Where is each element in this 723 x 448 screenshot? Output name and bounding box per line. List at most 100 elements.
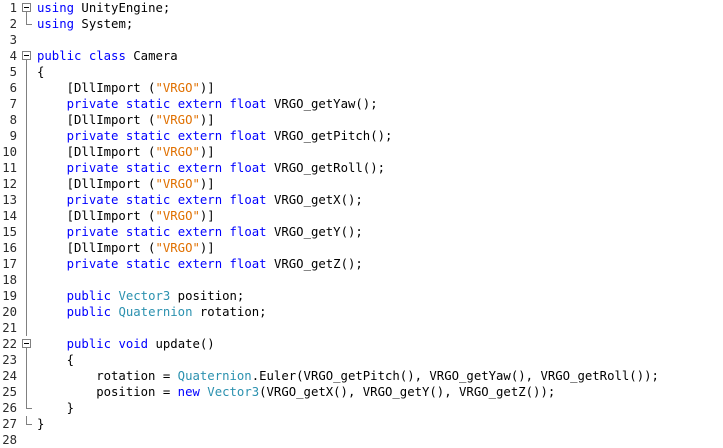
code-line[interactable]: 6 [DllImport ("VRGO")] [0,80,723,96]
code-line[interactable]: 27} [0,416,723,432]
keyword-token: private [66,129,119,143]
code-token: update() [148,337,215,351]
code-token [81,49,88,63]
line-number: 9 [9,129,17,143]
type-token: Quaternion [118,305,193,319]
fold-end-guide [20,400,34,416]
code-token: } [37,417,45,431]
line-number: 10 [2,145,17,159]
code-token: )] [199,209,215,223]
keyword-token: float [229,97,267,111]
code-line[interactable]: 16 [DllImport ("VRGO")] [0,240,723,256]
keyword-token: extern [177,193,223,207]
code-line[interactable]: 25 position = new Vector3(VRGO_getX(), V… [0,384,723,400]
code-text: public void update() [37,336,215,352]
code-text: [DllImport ("VRGO")] [37,240,215,256]
code-token [118,97,125,111]
code-text: private static extern float VRGO_getY(); [37,224,363,240]
string-token: "VRGO" [155,113,200,127]
type-token: Vector3 [207,385,260,399]
code-token: VRGO_getRoll(); [266,161,386,175]
fold-guide [20,240,34,256]
code-token: (VRGO_getX(), VRGO_getY(), VRGO_getZ()); [259,385,556,399]
code-line[interactable]: 14 [DllImport ("VRGO")] [0,208,723,224]
code-line[interactable]: 3 [0,32,723,48]
code-text: public class Camera [37,48,178,64]
fold-collapse-icon[interactable] [20,48,34,64]
code-line[interactable]: 9 private static extern float VRGO_getPi… [0,128,723,144]
fold-collapse-icon[interactable] [20,0,34,16]
code-text: [DllImport ("VRGO")] [37,208,215,224]
code-line[interactable]: 7 private static extern float VRGO_getYa… [0,96,723,112]
code-line[interactable]: 11 private static extern float VRGO_getR… [0,160,723,176]
string-token: "VRGO" [155,145,200,159]
code-line[interactable]: 13 private static extern float VRGO_getX… [0,192,723,208]
line-number: 2 [9,17,17,31]
keyword-token: public [37,49,82,63]
code-line[interactable]: 20 public Quaternion rotation; [0,304,723,320]
code-line[interactable]: 5{ [0,64,723,80]
line-number: 11 [2,161,17,175]
code-token [170,257,177,271]
code-token: VRGO_getY(); [266,225,363,239]
code-token: rotation = [37,369,178,383]
keyword-token: float [229,257,267,271]
code-text: [DllImport ("VRGO")] [37,144,215,160]
keyword-token: float [229,193,267,207]
code-line[interactable]: 28 [0,432,723,448]
line-number: 5 [9,65,17,79]
line-number: 26 [2,401,17,415]
code-token: VRGO_getYaw(); [266,97,378,111]
line-number: 14 [2,209,17,223]
fold-guide [20,128,34,144]
code-token: [DllImport ( [37,209,156,223]
fold-guide [20,384,34,400]
line-number: 18 [2,273,17,287]
code-text: private static extern float VRGO_getPitc… [37,128,393,144]
line-number: 8 [9,113,17,127]
code-line[interactable]: 19 public Vector3 position; [0,288,723,304]
line-number: 17 [2,257,17,271]
code-token [222,161,229,175]
code-token [222,97,229,111]
keyword-token: private [66,225,119,239]
code-token: Camera [125,49,178,63]
line-number: 6 [9,81,17,95]
code-line[interactable]: 17 private static extern float VRGO_getZ… [0,256,723,272]
code-token: .Euler(VRGO_getPitch(), VRGO_getYaw(), V… [251,369,659,383]
line-number: 27 [2,417,17,431]
code-token [37,193,67,207]
code-line[interactable]: 21 [0,320,723,336]
code-text: [DllImport ("VRGO")] [37,80,215,96]
keyword-token: static [125,257,171,271]
code-token: position; [170,289,245,303]
fold-guide [20,208,34,224]
keyword-token: using [37,17,75,31]
fold-guide [20,288,34,304]
code-line[interactable]: 8 [DllImport ("VRGO")] [0,112,723,128]
fold-guide [20,224,34,240]
code-token: [DllImport ( [37,145,156,159]
string-token: "VRGO" [155,209,200,223]
code-line[interactable]: 10 [DllImport ("VRGO")] [0,144,723,160]
fold-end-guide [20,416,34,432]
code-line[interactable]: 18 [0,272,723,288]
keyword-token: void [118,337,149,351]
code-token [222,129,229,143]
fold-guide [20,368,34,384]
code-line[interactable]: 26 } [0,400,723,416]
line-number: 25 [2,385,17,399]
line-number: 22 [2,337,17,351]
code-line[interactable]: 24 rotation = Quaternion.Euler(VRGO_getP… [0,368,723,384]
code-line[interactable]: 12 [DllImport ("VRGO")] [0,176,723,192]
code-line[interactable]: 15 private static extern float VRGO_getY… [0,224,723,240]
keyword-token: public [66,305,112,319]
code-line[interactable]: 22 public void update() [0,336,723,352]
line-number: 28 [2,433,17,447]
code-line[interactable]: 23 { [0,352,723,368]
fold-collapse-icon[interactable] [20,336,34,352]
